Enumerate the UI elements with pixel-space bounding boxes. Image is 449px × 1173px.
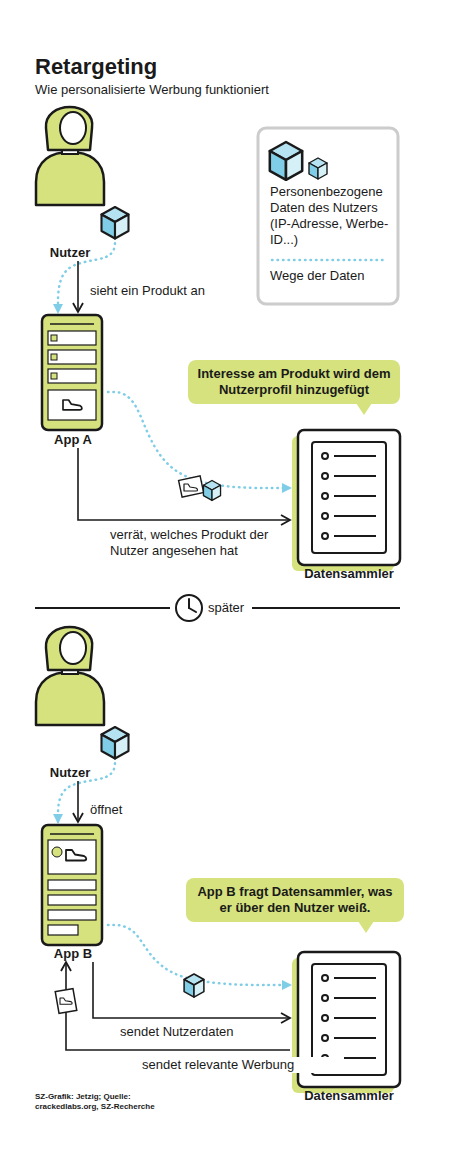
ad-card-icon [55, 989, 77, 1014]
app-b-phone [42, 825, 102, 945]
data-cube-symbol [309, 158, 327, 179]
data-cube-symbol [184, 974, 204, 997]
node-label: Interesse am Produkt wird dem Nutzerprof… [196, 366, 392, 398]
user-figure [36, 627, 104, 725]
user-figure-label: Nutzer [25, 100, 115, 261]
edge-label: sieht ein Produkt an [88, 283, 242, 299]
time-label: später [208, 600, 268, 616]
data-cube-symbol [102, 727, 129, 759]
data-packet-icon [179, 476, 221, 501]
edge-label: verrät, welches Produkt der Nutzer anges… [108, 527, 277, 559]
data-flow-path [108, 392, 290, 488]
speech-bubble: App B fragt Datensammler, was er über de… [186, 878, 404, 922]
app-box: App A [38, 312, 108, 448]
time-divider [35, 595, 400, 621]
bubble-tail [356, 403, 372, 415]
edge-label: sendet Nutzerdaten [118, 1024, 292, 1040]
data-cube-symbol [102, 207, 129, 239]
node-label: App B [38, 946, 108, 962]
node-label: App B fragt Datensammler, was er über de… [194, 884, 396, 916]
process-arrow [77, 261, 79, 312]
user-figure-label: Nutzer [25, 620, 115, 781]
source-caption: SZ-Grafik: Jetzig; Quelle: crackedlabs.o… [35, 1092, 155, 1112]
node-label: Nutzer [25, 245, 115, 261]
process-arrow [93, 962, 290, 1018]
data-collector-server: Datensammler [290, 428, 408, 582]
node-label: Datensammler [290, 566, 408, 582]
node-label: Datensammler [290, 1088, 408, 1104]
data-cube-symbol [270, 142, 302, 180]
legend-frame [258, 128, 398, 304]
app-a-phone [42, 315, 102, 430]
node-label: App A [38, 432, 108, 448]
process-arrow [78, 448, 290, 520]
app-box: App B [38, 822, 108, 962]
data-collector-server: Datensammler [290, 950, 408, 1104]
process-arrow [77, 781, 79, 822]
server-icon [292, 430, 400, 571]
data-path-sample [272, 259, 384, 262]
edge-label: sendet relevante Werbung [140, 1057, 344, 1073]
speech-bubble: Interesse am Produkt wird dem Nutzerprof… [188, 360, 400, 404]
legend-text: Personenbezogene Daten des Nutzers (IP-A… [270, 184, 394, 248]
edge-label: öffnet [88, 802, 202, 818]
bubble-tail [358, 921, 374, 933]
subtitle: Wie personalisierte Werbung funktioniert [35, 82, 415, 98]
user-figure [36, 107, 104, 205]
legend-text: Wege der Daten [270, 268, 394, 284]
node-label: Nutzer [25, 765, 115, 781]
title: Retargeting [35, 54, 157, 80]
